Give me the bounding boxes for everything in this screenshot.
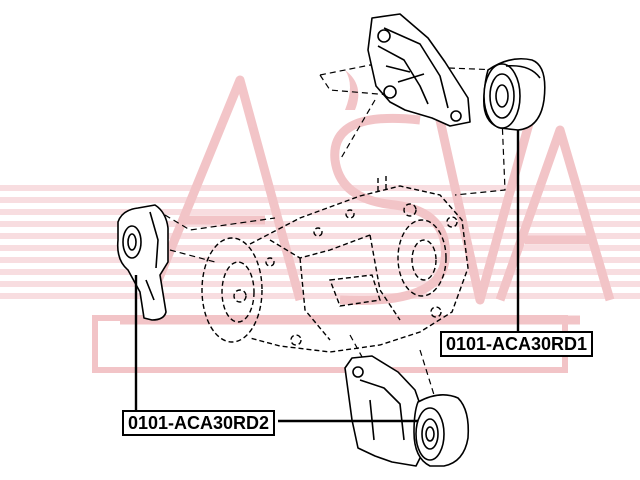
bushing-rd2 [413,394,470,467]
asva-watermark-logo [0,70,640,373]
lower-mount-bracket [344,355,425,467]
left-mount-bracket [116,204,169,321]
upper-mount-bracket [367,13,471,127]
part-number-label-rd2: 0101-ACA30RD2 [122,410,276,436]
bushing-rd1 [483,57,546,131]
part-number-label-rd1: 0101-ACA30RD1 [440,331,594,357]
leader-lines [134,130,520,423]
differential-housing [201,176,469,353]
